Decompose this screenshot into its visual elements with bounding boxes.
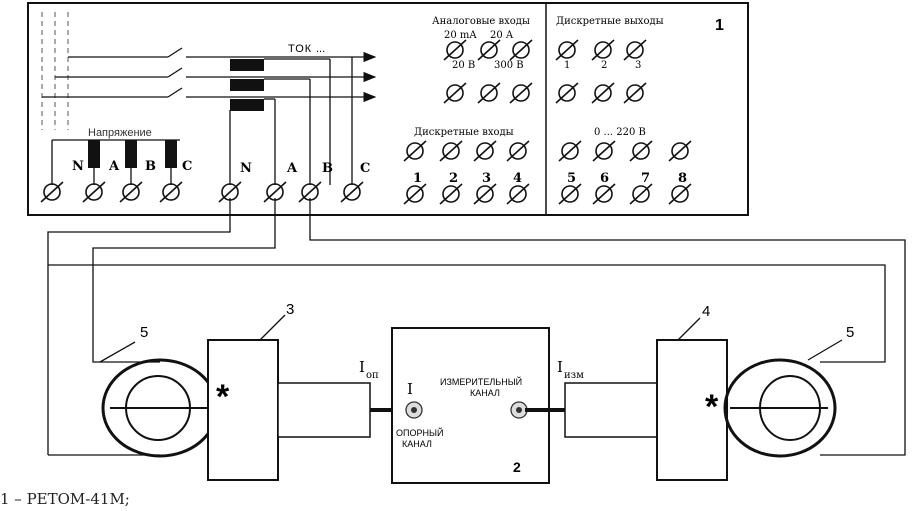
- i-op-subscript: оп: [366, 370, 379, 381]
- discrete-outputs-title: Дискретные выходы: [556, 16, 664, 27]
- discrete-output-screw: [591, 82, 615, 104]
- discrete-input-screw: [629, 183, 653, 205]
- discrete-input-screw: [629, 140, 653, 162]
- discrete-input-screw: [506, 140, 530, 162]
- current-terminal-a: A: [286, 161, 298, 176]
- block1-number: 1: [715, 17, 724, 34]
- discrete-input-screw: [558, 140, 582, 162]
- current-lines: [42, 47, 377, 103]
- discrete-input-screw: [592, 183, 616, 205]
- discrete-input-number-6: 6: [600, 171, 609, 186]
- voltage-label: Напряжение: [88, 127, 152, 139]
- terminal-screw: [340, 181, 364, 203]
- analog-label-300v: 300 В: [494, 60, 524, 71]
- analog-label-20a: 20 A: [490, 30, 514, 41]
- clamp-left-number: 5: [140, 324, 148, 341]
- block3-number: 3: [286, 301, 294, 318]
- measuring-channel-line1: ИЗМЕРИТЕЛЬНЫЙ: [440, 376, 522, 387]
- discrete-inputs-title: Дискретные входы: [414, 127, 514, 138]
- discrete-input-screw: [506, 183, 530, 205]
- current-terminal-c: C: [360, 161, 370, 176]
- clamp-right-number: 5: [846, 324, 854, 341]
- discrete-input-screw: [473, 140, 497, 162]
- discrete-input-screw: [473, 183, 497, 205]
- discrete-output-number-3: 3: [635, 60, 641, 71]
- discrete-output-screw: [555, 39, 579, 61]
- voltage-terminal-c: C: [182, 159, 192, 174]
- analog-label-20ma: 20 mA: [444, 30, 477, 41]
- external-wiring: [47, 198, 906, 456]
- voltage-terminal-n: N: [72, 159, 84, 174]
- measuring-unit-2: I ОПОРНЫЙ КАНАЛ ИЗМЕРИТЕЛЬНЫЙ КАНАЛ 2: [391, 327, 550, 484]
- adapter-block-3: * 3: [207, 301, 410, 481]
- voltage-terminal-a: A: [108, 159, 120, 174]
- block4-number: 4: [702, 303, 710, 320]
- discrete-input-screw: [403, 140, 427, 162]
- analog-input-screw: [443, 82, 467, 104]
- current-label: ТОК: [288, 43, 312, 55]
- right-current-clamp: 5: [723, 324, 854, 458]
- reference-channel-line1: ОПОРНЫЙ: [396, 427, 443, 438]
- figure-caption: 1 – РЕТОМ-41М;: [0, 490, 130, 508]
- discrete-input-number-1: 1: [413, 171, 422, 186]
- terminal-screw: [159, 181, 183, 203]
- discrete-input-number-2: 2: [449, 171, 458, 186]
- discrete-output-screw: [591, 39, 615, 61]
- discrete-input-screw: [668, 140, 692, 162]
- discrete-output-screw: [555, 82, 579, 104]
- dashed-bus-lines: [41, 12, 69, 130]
- current-terminal-n: N: [240, 161, 252, 176]
- discrete-output-number-1: 1: [564, 60, 570, 71]
- terminal-screw-grid: [403, 39, 692, 205]
- i-op-label: I: [359, 358, 365, 376]
- discrete-input-number-3: 3: [482, 171, 491, 186]
- analog-label-20v: 20 В: [452, 60, 475, 71]
- reference-channel-line2: КАНАЛ: [402, 439, 432, 449]
- analog-input-screw: [443, 39, 467, 61]
- terminal-screw: [40, 181, 64, 203]
- current-coils: [229, 57, 353, 185]
- polarity-star-left: *: [216, 378, 230, 416]
- voltage-terminal-b: B: [145, 159, 156, 174]
- retom-device: 1 ТОК ...: [27, 2, 749, 216]
- i-izm-subscript: изм: [564, 370, 584, 381]
- reference-input-label: I: [407, 380, 413, 398]
- terminal-screw: [82, 181, 106, 203]
- current-terminal-b: B: [322, 161, 333, 176]
- retom-frame: [27, 2, 749, 216]
- discrete-output-number-2: 2: [601, 60, 607, 71]
- discrete-input-number-8: 8: [678, 171, 687, 186]
- block2-number: 2: [513, 459, 521, 475]
- analog-input-screw: [509, 39, 533, 61]
- discrete-input-screw: [668, 183, 692, 205]
- measuring-channel-line2: КАНАЛ: [470, 388, 500, 398]
- discrete-input-screw: [403, 183, 427, 205]
- left-current-clamp: 5: [99, 324, 219, 458]
- discrete-output-screw: [623, 39, 647, 61]
- polarity-star-right: *: [705, 388, 719, 426]
- discrete-input-number-7: 7: [641, 171, 650, 186]
- adapter-block-4: * 4: [525, 303, 728, 481]
- discrete-input-screw: [439, 140, 463, 162]
- discrete-input-screw: [439, 183, 463, 205]
- voltage-range-label: 0 ... 220 В: [594, 127, 646, 138]
- discrete-input-screw: [558, 183, 582, 205]
- discrete-input-number-4: 4: [513, 171, 522, 186]
- analog-inputs-title: Аналоговые входы: [432, 16, 530, 27]
- i-izm-label: I: [557, 358, 563, 376]
- analog-input-screw: [477, 82, 501, 104]
- analog-input-screw: [477, 39, 501, 61]
- voltage-section: [51, 139, 180, 185]
- bottom-terminal-row: [40, 181, 364, 203]
- analog-input-screw: [509, 82, 533, 104]
- discrete-input-screw: [592, 140, 616, 162]
- current-ellipsis: ...: [316, 43, 325, 55]
- discrete-input-number-5: 5: [567, 171, 576, 186]
- terminal-screw: [119, 181, 143, 203]
- discrete-output-screw: [623, 82, 647, 104]
